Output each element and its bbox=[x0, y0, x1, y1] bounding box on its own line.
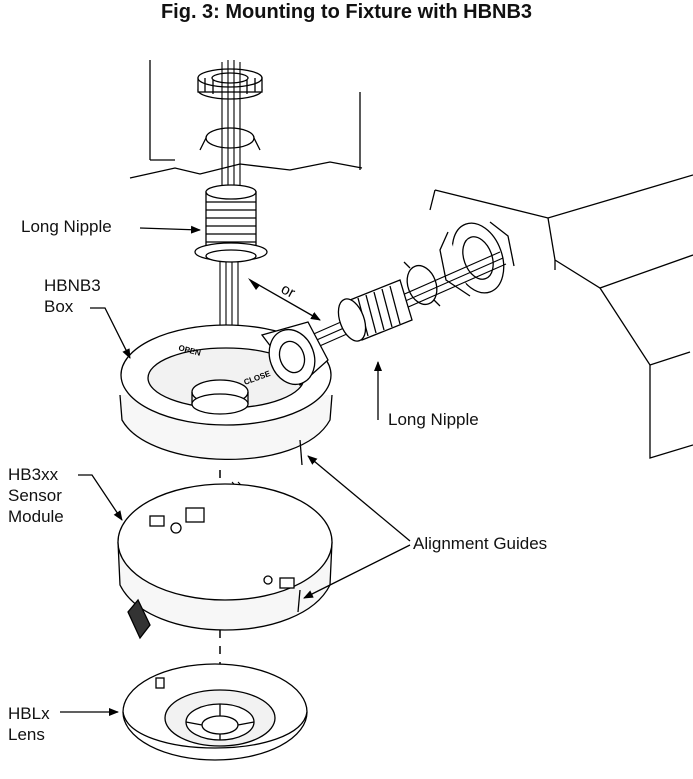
or-text: or bbox=[278, 281, 298, 302]
label-hbnb3-box: HBNB3 Box bbox=[44, 276, 101, 316]
hblx-lens bbox=[122, 663, 308, 761]
side-long-nipple bbox=[337, 279, 413, 342]
or-arrow bbox=[249, 279, 321, 321]
top-retaining-clip bbox=[199, 127, 261, 151]
side-fixture-box bbox=[429, 174, 693, 459]
top-long-nipple bbox=[194, 184, 268, 263]
wires-top bbox=[219, 60, 241, 364]
hb3xx-sensor-module bbox=[117, 483, 333, 640]
label-long-nipple-top: Long Nipple bbox=[21, 217, 112, 236]
label-hb3xx-sensor-module: HB3xx Sensor Module bbox=[8, 465, 64, 526]
hbnb3-box bbox=[119, 321, 333, 466]
label-alignment-guides: Alignment Guides bbox=[413, 534, 548, 553]
leader-lines bbox=[60, 225, 411, 716]
label-long-nipple-side: Long Nipple bbox=[388, 410, 479, 429]
top-locknut bbox=[197, 68, 263, 100]
label-hblx-lens: HBLx Lens bbox=[8, 704, 50, 744]
figure-title: Fig. 3: Mounting to Fixture with HBNB3 bbox=[160, 1, 533, 23]
